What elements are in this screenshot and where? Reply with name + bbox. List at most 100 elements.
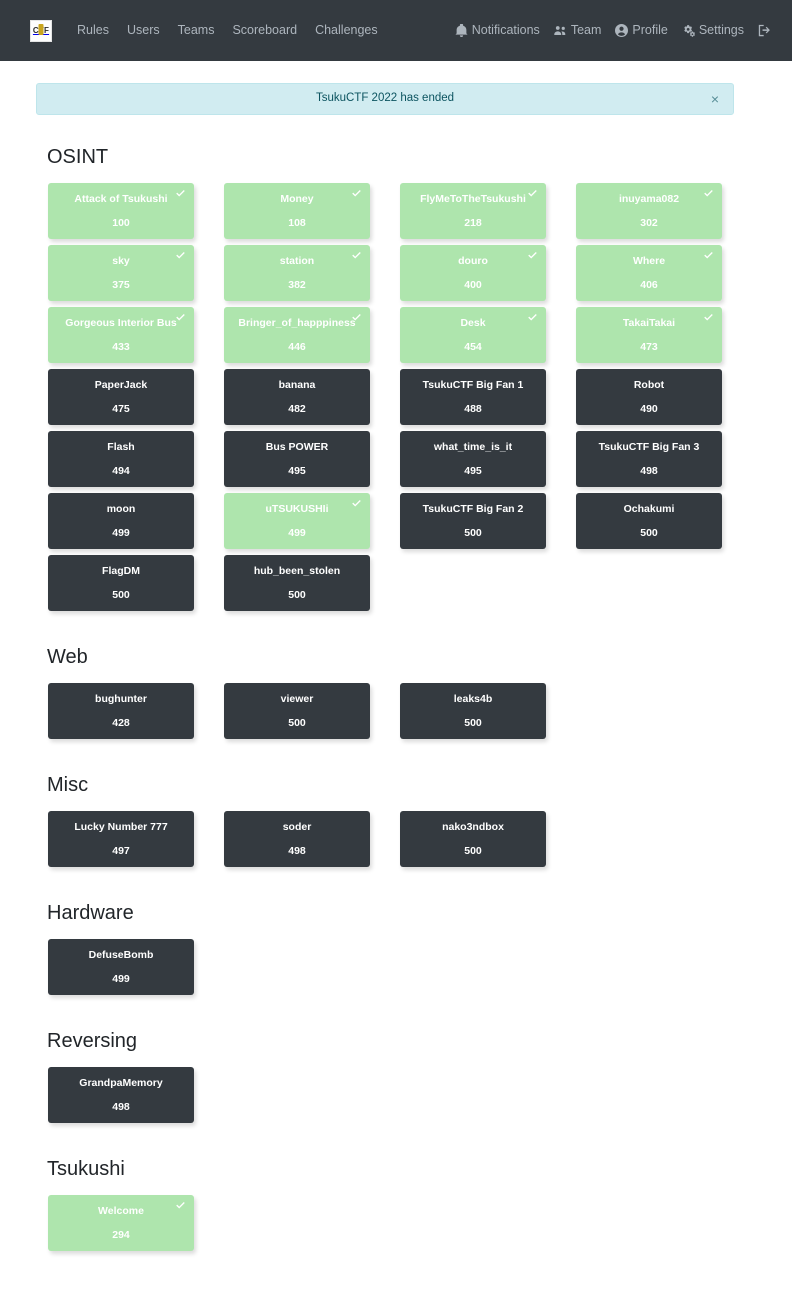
challenge-value: 494 bbox=[112, 464, 130, 477]
challenge-name: inuyama082 bbox=[618, 193, 680, 205]
challenge-card[interactable]: Lucky Number 777 497 bbox=[48, 811, 194, 867]
solved-check-icon bbox=[527, 312, 538, 323]
solved-check-icon bbox=[527, 188, 538, 199]
challenge-card[interactable]: TakaiTakai 473 bbox=[576, 307, 722, 363]
challenge-name: TsukuCTF Big Fan 2 bbox=[422, 503, 524, 515]
nav-link-users[interactable]: Users bbox=[126, 23, 160, 38]
challenge-name: bughunter bbox=[95, 693, 147, 705]
challenge-name: station bbox=[279, 255, 315, 267]
sign-out-icon bbox=[758, 24, 771, 37]
challenge-name: Money bbox=[280, 193, 314, 205]
challenge-name: hub_been_stolen bbox=[253, 565, 341, 577]
challenge-name: Welcome bbox=[98, 1205, 144, 1217]
challenge-card[interactable]: FlyMeToTheTsukushi 218 bbox=[400, 183, 546, 239]
challenge-value: 406 bbox=[640, 278, 658, 291]
challenge-card[interactable]: station 382 bbox=[224, 245, 370, 301]
alert-close-button[interactable]: × bbox=[707, 90, 723, 108]
challenge-card[interactable]: douro 400 bbox=[400, 245, 546, 301]
nav-link-logout[interactable] bbox=[751, 18, 778, 43]
challenge-value: 108 bbox=[288, 216, 306, 229]
nav-label-settings: Settings bbox=[698, 23, 744, 38]
nav-link-team[interactable]: Team bbox=[547, 18, 609, 43]
challenge-name: FlagDM bbox=[102, 565, 140, 577]
challenge-name: Robot bbox=[633, 379, 665, 391]
challenge-name: Flash bbox=[107, 441, 135, 453]
challenge-card[interactable]: Money 108 bbox=[224, 183, 370, 239]
solved-check-icon bbox=[703, 250, 714, 261]
nav-label-team: Team bbox=[570, 23, 602, 38]
gears-icon bbox=[682, 24, 695, 37]
nav-link-scoreboard[interactable]: Scoreboard bbox=[232, 23, 298, 38]
solved-check-icon bbox=[175, 312, 186, 323]
challenge-name: what_time_is_it bbox=[433, 441, 513, 453]
nav-link-teams[interactable]: Teams bbox=[177, 23, 215, 38]
challenge-value: 382 bbox=[288, 278, 306, 291]
nav-link-notifications[interactable]: Notifications bbox=[448, 18, 547, 43]
challenge-name: DefuseBomb bbox=[88, 949, 154, 961]
main-navbar: CTF Rules Users Teams Scoreboard Challen… bbox=[0, 0, 792, 61]
challenge-value: 500 bbox=[288, 588, 306, 601]
challenge-value: 497 bbox=[112, 844, 130, 857]
challenge-value: 400 bbox=[464, 278, 482, 291]
nav-link-profile[interactable]: Profile bbox=[608, 18, 674, 43]
challenge-card[interactable]: hub_been_stolen 500 bbox=[224, 555, 370, 611]
challenge-name: sky bbox=[112, 255, 130, 267]
challenge-name: FlyMeToTheTsukushi bbox=[420, 193, 526, 205]
challenge-value: 100 bbox=[112, 216, 130, 229]
challenge-value: 473 bbox=[640, 340, 658, 353]
challenge-value: 218 bbox=[464, 216, 482, 229]
challenge-value: 454 bbox=[464, 340, 482, 353]
challenge-name: GrandpaMemory bbox=[79, 1077, 163, 1089]
nav-link-settings[interactable]: Settings bbox=[675, 18, 751, 43]
challenge-name: Bus POWER bbox=[265, 441, 329, 453]
challenge-name: TakaiTakai bbox=[622, 317, 676, 329]
ctf-logo-icon[interactable]: CTF bbox=[30, 19, 52, 42]
nav-link-challenges[interactable]: Challenges bbox=[315, 23, 378, 38]
challenge-card[interactable]: PaperJack 475 bbox=[48, 369, 194, 425]
challenge-value: 475 bbox=[112, 402, 130, 415]
nav-link-rules[interactable]: Rules bbox=[77, 23, 109, 38]
navbar-right-group: Notifications Team Profile bbox=[448, 18, 778, 43]
challenge-name: leaks4b bbox=[453, 693, 493, 705]
challenge-value: 428 bbox=[112, 716, 130, 729]
challenge-card[interactable]: bughunter 428 bbox=[48, 683, 194, 739]
challenge-card[interactable]: Flash 494 bbox=[48, 431, 194, 487]
solved-check-icon bbox=[351, 498, 362, 509]
challenge-value: 446 bbox=[288, 340, 306, 353]
challenge-name: PaperJack bbox=[94, 379, 148, 391]
challenge-name: Where bbox=[632, 255, 666, 267]
challenge-card[interactable]: Where 406 bbox=[576, 245, 722, 301]
challenge-name: Lucky Number 777 bbox=[74, 821, 168, 833]
challenge-name: douro bbox=[458, 255, 488, 267]
